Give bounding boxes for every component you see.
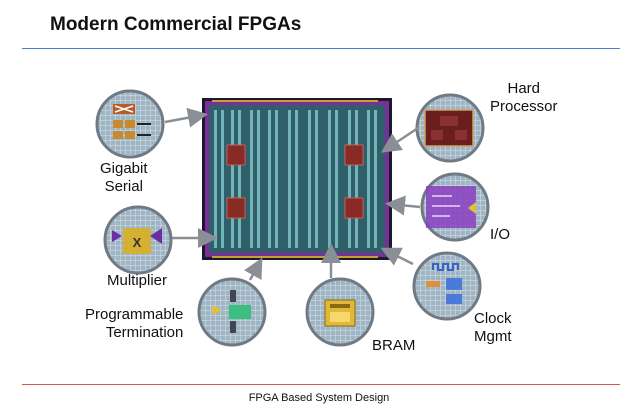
label-gigabit-serial: Gigabit Serial (100, 160, 148, 196)
io-icon (420, 172, 490, 242)
processor-block-1 (226, 144, 246, 166)
label-hard-processor: Hard Processor (490, 80, 558, 116)
label-io-line1: I/O (490, 226, 511, 243)
arrow-hard-processor (380, 126, 419, 153)
label-clock-mgmt: Clock Mgmt (474, 310, 512, 346)
programmable-termination-icon (197, 277, 267, 347)
callout-icons: X (95, 89, 490, 347)
svg-text:X: X (133, 235, 142, 250)
processor-block-3 (226, 197, 246, 219)
label-bram: BRAM (372, 337, 415, 355)
gigabit-serial-icon (95, 89, 165, 159)
label-multiplier: Multiplier (107, 272, 167, 290)
multiplier-icon: X (103, 205, 173, 275)
label-bram-line1: BRAM (372, 337, 416, 354)
logic-columns (214, 110, 377, 248)
label-gigabit-serial-line1: Gigabit (100, 160, 148, 177)
label-programmable-termination-line1: Programmable (85, 306, 184, 323)
label-clock-mgmt-line1: Clock (474, 310, 512, 327)
arrow-clock-mgmt (380, 247, 414, 266)
bram-icon (305, 277, 375, 347)
footer-text: FPGA Based System Design (248, 392, 390, 404)
footer-divider (22, 384, 620, 385)
label-clock-mgmt-line2: Mgmt (474, 328, 512, 345)
processor-block-4 (344, 197, 364, 219)
hard-processor-blocks (226, 144, 364, 219)
label-programmable-termination: Programmable Termination (85, 306, 183, 342)
hard-processor-icon (415, 93, 485, 163)
title-divider (22, 48, 620, 49)
io-pads (212, 100, 378, 258)
label-io: I/O (490, 226, 510, 244)
clock-mgmt-icon (412, 251, 482, 321)
label-multiplier-line1: Multiplier (107, 272, 168, 289)
processor-block-2 (344, 144, 364, 166)
arrow-io (385, 195, 421, 216)
callout-arrows (164, 107, 421, 281)
slide-title: Modern Commercial FPGAs (50, 14, 302, 35)
fpga-die (202, 98, 392, 260)
arrow-programmable-termination (243, 257, 263, 281)
label-programmable-termination-line2: Termination (105, 324, 184, 341)
label-gigabit-serial-line2: Serial (104, 178, 143, 195)
label-hard-processor-line2: Processor (490, 98, 558, 115)
label-hard-processor-line1: Hard (507, 80, 541, 97)
arrow-gigabit-serial (164, 107, 208, 128)
